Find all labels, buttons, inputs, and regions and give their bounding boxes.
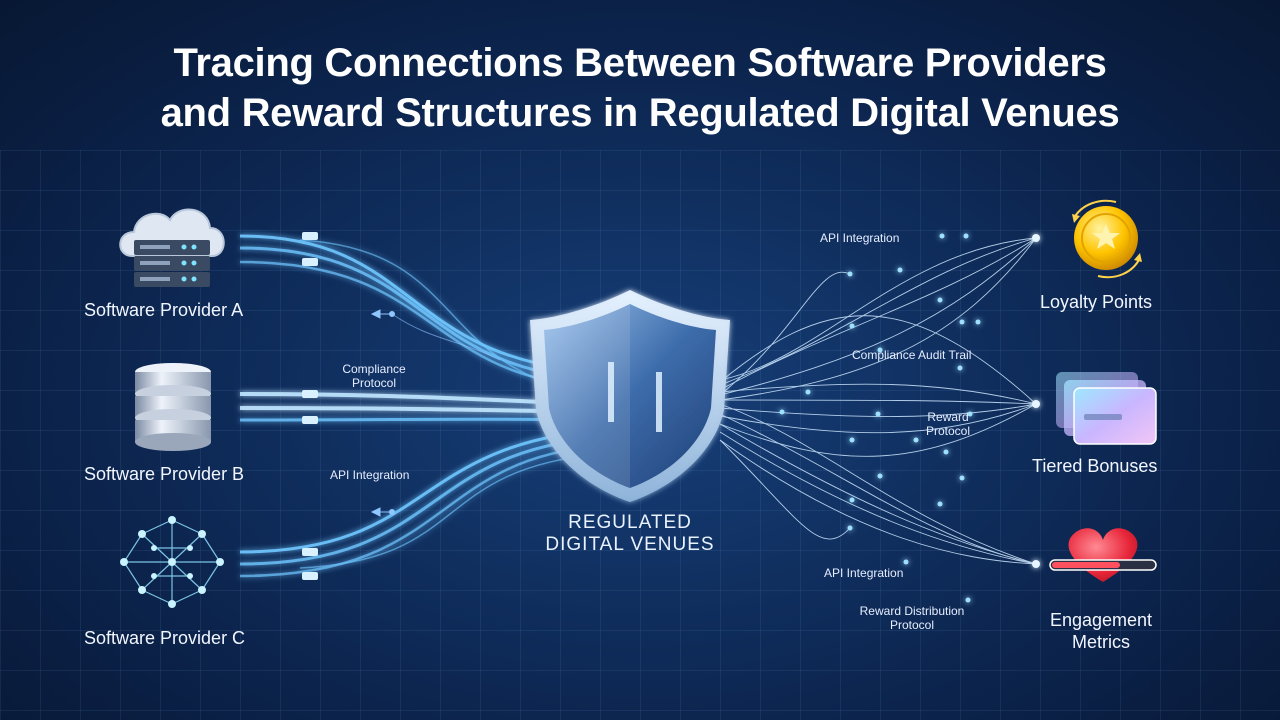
coin-icon <box>1072 199 1142 279</box>
database-icon <box>135 363 211 451</box>
provider-b-label: Software Provider B <box>84 464 245 484</box>
network-icon <box>120 516 224 608</box>
cloud-server-icon <box>119 208 225 287</box>
hub-label: REGULATED DIGITAL VENUES <box>520 512 740 556</box>
page-title: Tracing Connections Between Software Pro… <box>0 38 1280 138</box>
right-flows <box>719 237 1037 565</box>
heart-icon <box>1049 528 1157 582</box>
provider-a-label: Software Provider A <box>84 300 244 320</box>
api-integration-top-label: API Integration <box>820 231 900 245</box>
hub-label-line-2: DIGITAL VENUES <box>545 534 715 555</box>
api-integration-left-label: API Integration <box>330 468 410 482</box>
api-integration-bottom-label: API Integration <box>824 566 904 580</box>
compliance-audit-trail-label: Compliance Audit Trail <box>852 348 972 362</box>
title-line-1: Tracing Connections Between Software Pro… <box>173 41 1107 85</box>
reward-protocol-label: Reward Protocol <box>925 410 971 438</box>
left-annotation-lines <box>370 309 501 517</box>
loyalty-points-label: Loyalty Points <box>1040 292 1153 312</box>
reward-distribution-protocol-label: Reward Distribution Protocol <box>859 604 965 632</box>
title-line-2: and Reward Structures in Regulated Digit… <box>160 91 1120 135</box>
compliance-protocol-label: Compliance Protocol <box>342 362 406 390</box>
cards-icon <box>1056 372 1157 445</box>
connector-plugs <box>302 232 318 580</box>
provider-c-label: Software Provider C <box>84 628 246 648</box>
tiered-bonuses-label: Tiered Bonuses <box>1032 456 1158 476</box>
shield-icon <box>530 290 730 502</box>
hub-label-line-1: REGULATED <box>568 512 692 533</box>
right-nodes <box>779 233 1040 603</box>
engagement-metrics-label: Engagement Metrics <box>1049 610 1153 652</box>
